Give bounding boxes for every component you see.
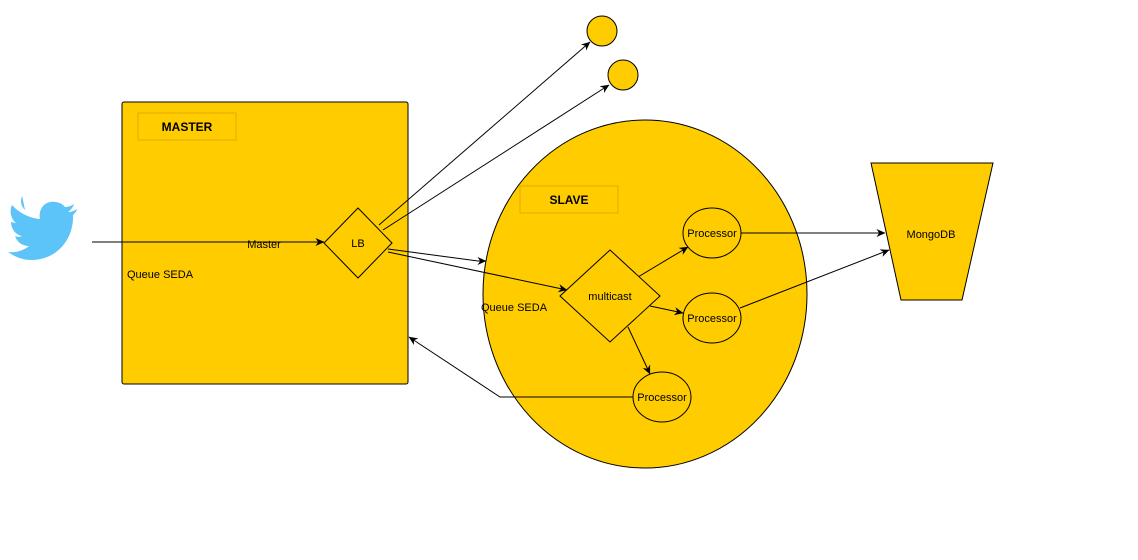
slave-queue-label: Queue SEDA xyxy=(481,302,548,314)
slave-title: SLAVE xyxy=(549,193,588,207)
master-queue-label: Queue SEDA xyxy=(127,269,194,281)
edge-multicast-to-processor-3 xyxy=(627,326,651,375)
edge-lb-to-slave xyxy=(387,248,487,266)
twitter-bird-icon xyxy=(8,196,77,260)
master-stream-label: Master xyxy=(247,239,281,251)
processor-node-1 xyxy=(682,207,742,259)
master-header xyxy=(137,112,237,141)
processor-node-2 xyxy=(682,292,742,344)
output-node-1 xyxy=(586,15,618,47)
edge-lb-to-multicast xyxy=(387,251,568,293)
output-node-2 xyxy=(607,59,639,91)
slave-header xyxy=(519,185,619,214)
edge-multicast-to-processor-1 xyxy=(637,246,689,278)
lb-node xyxy=(323,207,393,279)
edge-lb-to-output-2 xyxy=(382,84,610,231)
processor-label-1: Processor xyxy=(687,228,737,240)
edge-processor-2-to-mongodb xyxy=(739,249,890,309)
processor-label-3: Processor xyxy=(637,392,687,404)
processor-label-2: Processor xyxy=(687,313,737,325)
edge-multicast-to-processor-2 xyxy=(649,305,684,316)
multicast-label: multicast xyxy=(588,291,631,303)
edge-processor-3-to-master xyxy=(408,336,634,398)
lb-label: LB xyxy=(351,238,364,250)
master-container xyxy=(121,101,409,385)
processor-node-3 xyxy=(632,371,692,423)
multicast-node xyxy=(559,249,661,343)
master-title: MASTER xyxy=(162,120,213,134)
mongodb-label: MongoDB xyxy=(907,229,956,241)
mongodb-node xyxy=(870,162,994,301)
edge-lb-to-output-1 xyxy=(378,41,591,226)
